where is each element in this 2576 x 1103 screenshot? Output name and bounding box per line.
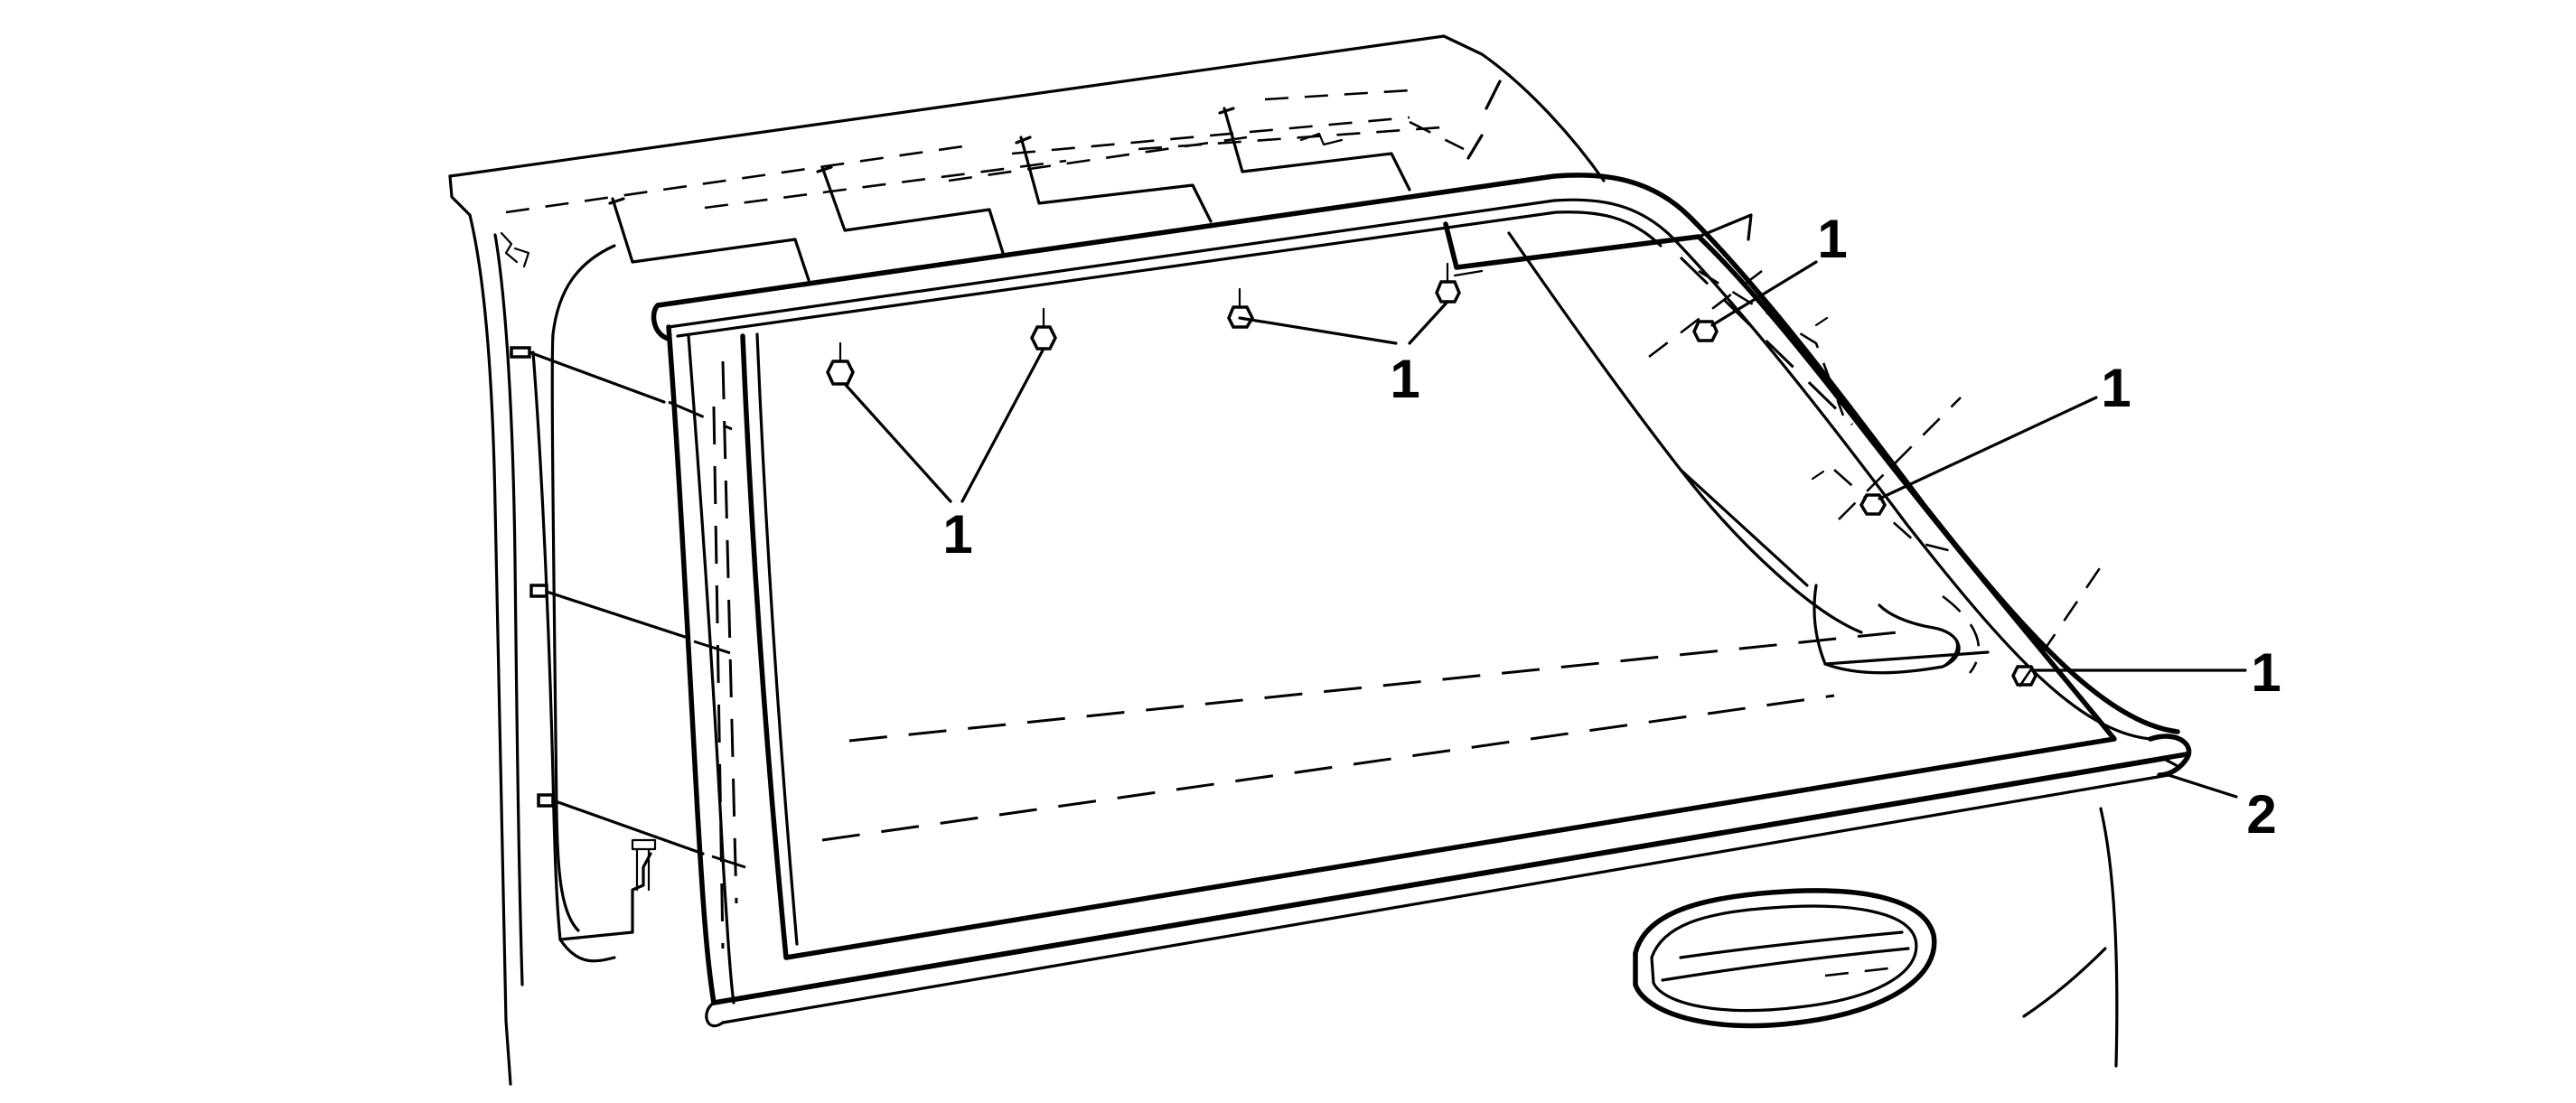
fasteners [826,262,2107,687]
fastener-c [1227,287,1254,329]
callout-2: 2 [2246,784,2276,845]
callout-1c: 1 [1817,209,1847,269]
pillar-clips [510,346,746,869]
fastener-e [1648,269,1763,359]
callout-labels: 1 1 1 1 1 2 [942,209,2281,845]
leader-lines [843,260,2247,799]
window-reveal-molding [651,173,2192,1028]
fastener-d [1435,262,1461,304]
fastener-b [1030,307,1057,351]
roof-clip-brackets [608,107,1411,282]
frame-detail-marks [1453,213,1829,481]
door-handle [1633,888,1937,1029]
callout-1b: 1 [1390,349,1419,409]
callout-1a: 1 [942,504,972,565]
fastener-a [826,341,855,386]
window-glass-opening [712,221,2117,960]
vehicle-body-outline [448,34,2119,1086]
callout-1d: 1 [2101,358,2131,418]
callout-1e: 1 [2251,642,2281,703]
fastener-g [2011,559,2107,687]
